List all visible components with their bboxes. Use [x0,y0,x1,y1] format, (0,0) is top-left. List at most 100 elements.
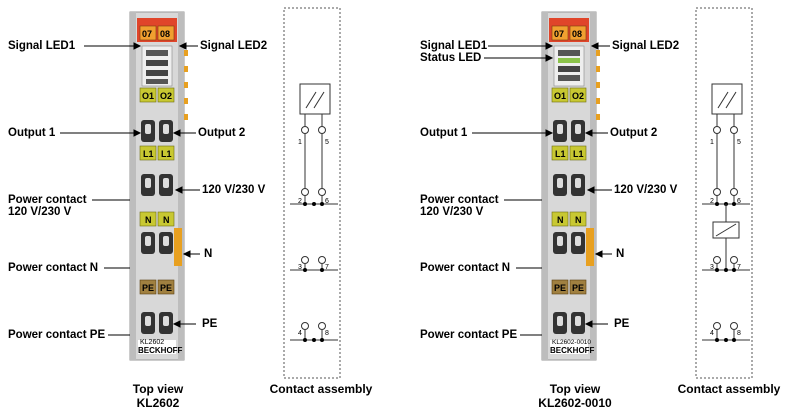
right-caption-line2: KL2602-0010 [538,396,612,410]
right-caption-line1: Top view [549,382,601,396]
left-led-tag1: 07 [142,29,153,39]
left-output1-label: Output 1 [8,127,56,139]
housing-edge [178,12,184,360]
clamp-hole [145,316,151,326]
clamp-hole [575,124,581,134]
led-tag-07 [139,25,157,41]
left-brand: BECKHOFF [138,346,183,355]
signal-led-slot [558,75,580,81]
left-output-tag1: O1 [142,91,155,101]
switch-line [305,91,317,109]
pin-number: 7 [737,264,741,271]
pin-number: 3 [298,264,302,271]
side-contact [596,114,600,120]
brand-plate [138,340,176,354]
arrow-head [545,42,554,50]
contact-point [318,188,326,196]
l1-tag [139,145,157,161]
clamp-hole [557,178,563,188]
right-signal-led2-label: Signal LED2 [612,40,680,52]
assembly-outline [283,7,341,379]
pin-number: 8 [325,330,329,337]
right-output2-label: Output 2 [610,127,658,139]
arrow-head [584,129,593,137]
junction [320,338,324,342]
right-power-contact-pe-label: Power contact PE [420,329,518,341]
arrow-head [133,42,142,50]
left-led-tag2: 08 [160,29,171,39]
left-terminal [129,11,188,361]
left-pe-tag2: PE [160,283,173,293]
pin-number: 8 [737,330,741,337]
l1-tag [157,145,175,161]
arrow-head [584,320,593,328]
right-arrows [472,42,612,336]
left-n-tag2: N [163,215,170,225]
arrow-head [178,42,187,50]
left-signal-led2-label: Signal LED2 [200,40,268,52]
l1-tag [551,145,569,161]
arrow-head [594,250,603,258]
side-contact [184,50,188,56]
signal-led-slot [146,60,168,66]
right-n-tag2: N [575,215,582,225]
pe-tag [551,279,569,295]
side-contact [596,66,600,72]
brand-plate [550,340,588,354]
pin-number: 4 [710,330,714,337]
junction [320,268,324,272]
clamp-hole [557,124,563,134]
relay-symbol [711,83,743,115]
right-power-contact-n-label: Power contact N [420,262,511,274]
left-n-tag1: N [145,215,152,225]
junction [715,338,719,342]
contact-point [301,126,309,134]
pe-tag [157,279,175,295]
pin-number: 1 [298,139,302,146]
right-pe-label: PE [614,318,630,330]
left-voltage-label: 120 V/230 V [202,184,266,196]
pin-number: 3 [710,264,714,271]
pe-tag [139,279,157,295]
assembly-outline [695,7,753,379]
left-l-tag2: L1 [161,149,172,159]
pin-number: 6 [325,198,329,205]
junction [724,338,728,342]
signal-led1 [558,50,580,56]
left-caption-line2: KL2602 [136,396,180,410]
arrow-head [182,250,191,258]
clamp-hole [163,236,169,246]
left-power-contact-n-label: Power contact N [8,262,99,274]
right-led-tag1: 07 [554,29,565,39]
right-led-tag2: 08 [572,29,583,39]
output-tag-o1 [551,87,569,103]
contact-point [301,188,309,196]
junction [724,268,728,272]
clamp-hole [557,236,563,246]
right-output-tag1: O1 [554,91,567,101]
junction [312,338,316,342]
right-signal-led1-label: Signal LED1 [420,40,488,52]
pin-number: 2 [710,198,714,205]
l1-tag [569,145,587,161]
arrow-head [172,320,181,328]
right-terminal [541,11,600,361]
contact-point [318,256,326,264]
side-contact [184,114,188,120]
clamp-hole [575,236,581,246]
contact-point [713,126,721,134]
right-n-label: N [616,248,625,260]
clamp-hole [575,316,581,326]
pin-number: 7 [325,264,329,271]
led-tag-08 [569,25,587,41]
clamp-hole [163,316,169,326]
left-output-tag2: O2 [160,91,173,101]
contact-point [301,322,309,330]
right-pe-tag1: PE [554,283,567,293]
contact-point [301,256,309,264]
right-model: KL2602-0010 [552,339,592,346]
left-arrows [60,42,200,336]
n-tag [157,211,175,227]
n-power-contact [586,228,594,266]
